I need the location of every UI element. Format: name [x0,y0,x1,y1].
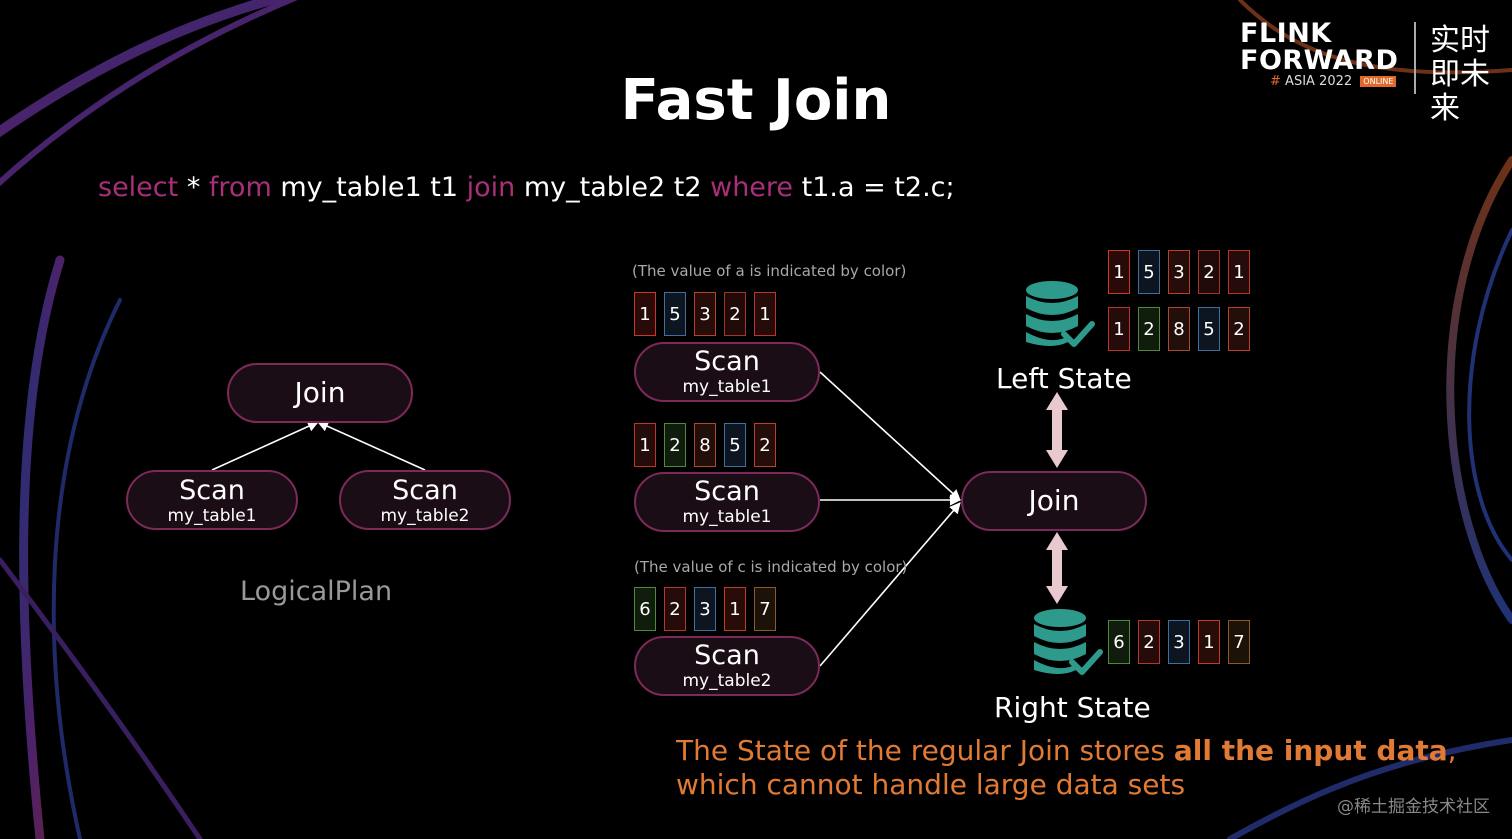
conclusion-emphasis: all the input data [1173,734,1448,767]
cell: 7 [754,587,776,631]
cell: 5 [1138,250,1160,294]
slide-title: Fast Join [620,68,892,133]
logo-divider [1414,22,1416,94]
cell: 1 [754,292,776,336]
lp-scan1-table: my_table1 [167,506,257,526]
sql-from: from [208,172,272,203]
sql-star: * [178,172,209,203]
right-state-double-arrow [1046,532,1068,604]
cell: 8 [1168,307,1190,351]
logo-line1: FLINK [1240,18,1332,49]
lp-arrow-right [316,421,426,471]
sql-join: join [466,172,516,203]
cell: 5 [724,423,746,467]
cell: 1 [634,423,656,467]
left-state-database-icon [1026,281,1095,347]
cell: 8 [694,423,716,467]
pp-arrow-a [819,371,961,501]
cell: 3 [1168,620,1190,664]
cell: 1 [1198,620,1220,664]
cell: 1 [1108,307,1130,351]
lp-join-node: Join [227,363,413,423]
sql-statement: select * from my_table1 t1 join my_table… [98,172,955,203]
row-right-state: 6 2 3 1 7 [1108,620,1250,664]
cell: 1 [724,587,746,631]
lp-arrow-left [211,421,320,471]
conclusion-line2: which cannot handle large data sets [676,768,1186,801]
cell: 2 [664,423,686,467]
left-state-label: Left State [996,362,1132,395]
sql-select: select [98,172,179,203]
lp-scan2-title: Scan [392,475,458,506]
logo-online-badge: ONLINE [1360,76,1397,87]
lp-scan1-node: Scan my_table1 [126,470,298,530]
cell: 2 [1138,620,1160,664]
logo-chinese: 实时即未来 [1430,23,1490,126]
cell: 2 [1138,307,1160,351]
logo-event-name: ASIA 2022 [1285,74,1353,89]
pp-scan-c-node: Scan my_table2 [634,636,820,696]
sql-table1: my_table1 t1 [271,172,467,203]
cell: 6 [634,587,656,631]
row-left-state-2: 1 2 8 5 2 [1108,307,1250,351]
cell: 2 [1198,250,1220,294]
cell: 1 [1228,250,1250,294]
cell: 3 [1168,250,1190,294]
logo-wordmark: FLINK FORWARD [1240,20,1398,74]
cell: 2 [1228,307,1250,351]
conclusion-line1: The State of the regular Join stores all… [676,734,1457,768]
sql-condition: t1.a = t2.c; [793,172,955,203]
cell: 2 [754,423,776,467]
cell: 7 [1228,620,1250,664]
pp-scan-b-node: Scan my_table1 [634,472,820,532]
pp-join-node: Join [961,471,1147,531]
lp-scan1-title: Scan [179,475,245,506]
lp-scan2-node: Scan my_table2 [339,470,511,530]
lp-scan2-table: my_table2 [380,506,470,526]
cell: 1 [1108,250,1130,294]
note-value-a: (The value of a is indicated by color) [632,262,907,280]
row-scan-b: 1 2 8 5 2 [634,423,776,467]
note-value-c: (The value of c is indicated by color) [634,558,908,576]
row-scan-a: 1 5 3 2 1 [634,292,776,336]
pp-scan-b-table: my_table1 [682,507,772,527]
pp-arrow-c [819,502,961,667]
conclusion-text: The State of the regular Join stores all… [676,734,1457,802]
logical-plan-caption: LogicalPlan [240,576,393,607]
logo-hash: # [1270,74,1281,89]
cell: 5 [664,292,686,336]
pp-scan-a-table: my_table1 [682,377,772,397]
cell: 2 [664,587,686,631]
right-state-database-icon [1034,609,1103,675]
sql-table2: my_table2 t2 [515,172,711,203]
right-state-label: Right State [994,691,1151,724]
left-state-double-arrow [1046,392,1068,468]
cell: 6 [1108,620,1130,664]
sql-where: where [710,172,794,203]
row-left-state-1: 1 5 3 2 1 [1108,250,1250,294]
pp-scan-b-title: Scan [694,476,760,507]
lp-join-label: Join [294,376,346,409]
cell: 2 [724,292,746,336]
logo-event: # ASIA 2022 ONLINE [1270,74,1397,89]
watermark: @稀土掘金技术社区 [1337,797,1490,817]
cell: 5 [1198,307,1220,351]
pp-scan-c-title: Scan [694,640,760,671]
conclusion-part1: The State of the regular Join stores [676,734,1174,767]
pp-scan-a-title: Scan [694,346,760,377]
pp-scan-a-node: Scan my_table1 [634,342,820,402]
pp-join-label: Join [1028,484,1080,517]
cell: 3 [694,292,716,336]
logo-line2: FORWARD [1240,45,1399,76]
pp-scan-c-table: my_table2 [682,671,772,691]
flink-forward-logo: FLINK FORWARD # ASIA 2022 ONLINE 实时即未来 [1240,14,1502,126]
conclusion-comma: , [1447,734,1457,767]
row-scan-c: 6 2 3 1 7 [634,587,776,631]
cell: 1 [634,292,656,336]
cell: 3 [694,587,716,631]
